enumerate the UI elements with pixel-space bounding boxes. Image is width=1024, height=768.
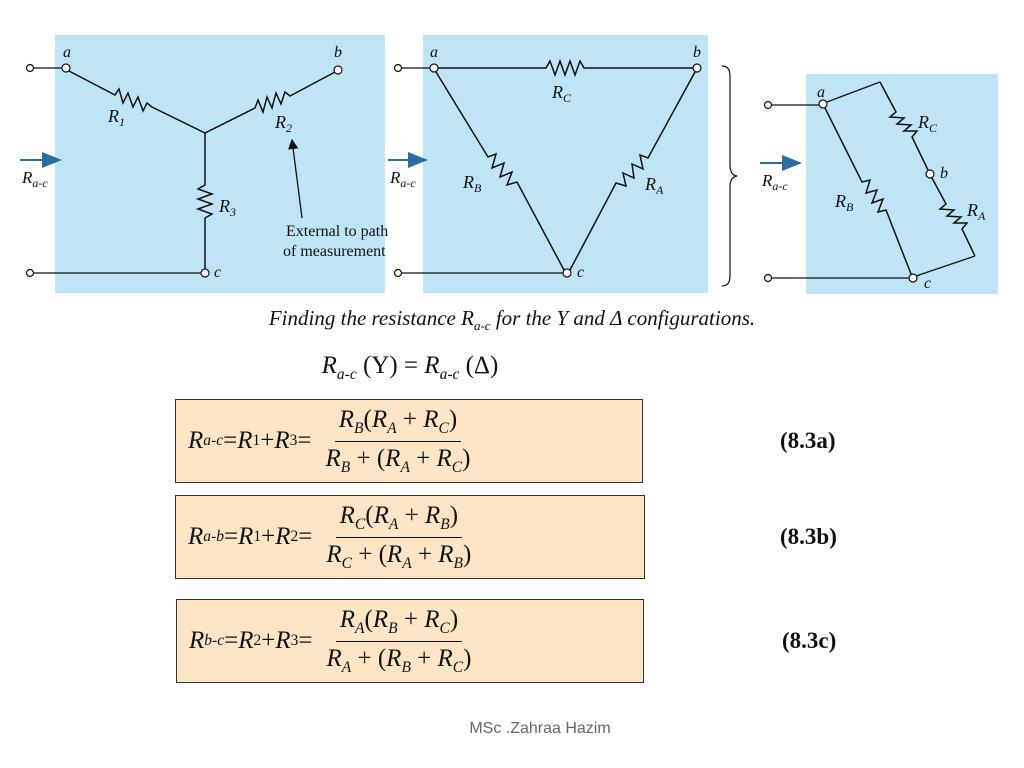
wye-panel-background [55,35,385,293]
label-node-c: c [924,275,931,292]
terminal-a-outer [393,63,403,73]
terminal-c-outer [763,273,773,283]
equation-number-8-3b: (8.3b) [780,524,837,549]
node-b [925,169,935,179]
circuit-figure: a b c R1 R2 R3 Ra-c External to path of … [20,35,998,294]
resistor-r2 [204,71,336,134]
label-ra: RA [966,200,986,223]
resistor-rb [824,107,912,275]
redrawn-panel-background [806,74,998,294]
annotation-line-1: External to path [286,223,388,240]
label-node-a: a [63,44,71,61]
label-node-c: c [577,264,584,281]
node-a [61,63,71,73]
equation-number-8-3c: (8.3c) [782,628,837,653]
wye-panel: a b c R1 R2 R3 Ra-c External to path of … [20,35,388,293]
label-node-b: b [334,44,342,61]
annotation-arrow [287,138,303,219]
resistor-rc [879,81,929,171]
node-c [200,268,210,278]
fraction: RC(RA + RB) RC + (RA + RB) [322,502,475,573]
label-rc: RC [917,112,938,135]
node-b [333,65,343,75]
label-measure-2: Ra-c [389,168,416,190]
terminal-a-outer [25,63,35,73]
label-rb: RB [462,172,482,195]
author-footer: MSc .Zahraa Hazim [469,720,611,737]
node-a [429,63,439,73]
node-c [562,268,572,278]
label-node-b: b [693,44,701,61]
equation-number-8-3a: (8.3a) [780,428,836,453]
resistor-rc [438,58,693,78]
terminal-c-outer [393,268,403,278]
label-measure-1: Ra-c [21,168,48,190]
denominator: RA + (RB + RC) [326,644,472,676]
label-measure-3: Ra-c [761,171,788,193]
label-node-a: a [817,84,825,101]
brace [721,65,738,287]
label-node-c: c [214,264,221,281]
numerator: RC(RA + RB) [335,502,463,538]
numerator: RB(RA + RC) [334,406,462,442]
node-c [908,273,918,283]
figure-caption: Finding the resistance Ra-c for the Y an… [268,306,756,334]
resistor-rb [435,71,565,271]
node-a [818,99,828,109]
annotation-line-2: of measurement [283,243,386,260]
denominator: RC + (RA + RB) [326,540,472,572]
label-node-b: b [940,165,948,182]
label-rc: RC [551,82,572,105]
terminal-c-outer [25,268,35,278]
label-r1: R1 [107,106,125,129]
delta-panel-background [423,35,708,293]
terminal-a-outer [763,100,773,110]
resistor-ra [569,71,696,271]
label-ra: RA [644,174,664,197]
fraction: RA(RB + RC) RA + (RB + RC) [322,606,475,677]
redrawn-delta-panel: a b c RC RB RA Ra-c [760,74,998,294]
label-node-a: a [430,44,438,61]
label-rb: RB [834,191,854,214]
denominator: RB + (RA + RC) [325,444,471,476]
resistor-r1 [68,70,206,134]
resistor-ra [931,177,976,257]
label-r2: R2 [274,112,292,135]
equivalence-equation: Ra-c (Y) = Ra-c (Δ) [321,352,499,383]
numerator: RA(RB + RC) [335,606,463,642]
node-b [692,63,702,73]
label-r3: R3 [218,196,236,219]
fraction: RB(RA + RC) RB + (RA + RC) [321,406,474,477]
delta-panel: a b c RC RB RA Ra-c [388,35,708,293]
resistor-r3 [195,133,215,269]
